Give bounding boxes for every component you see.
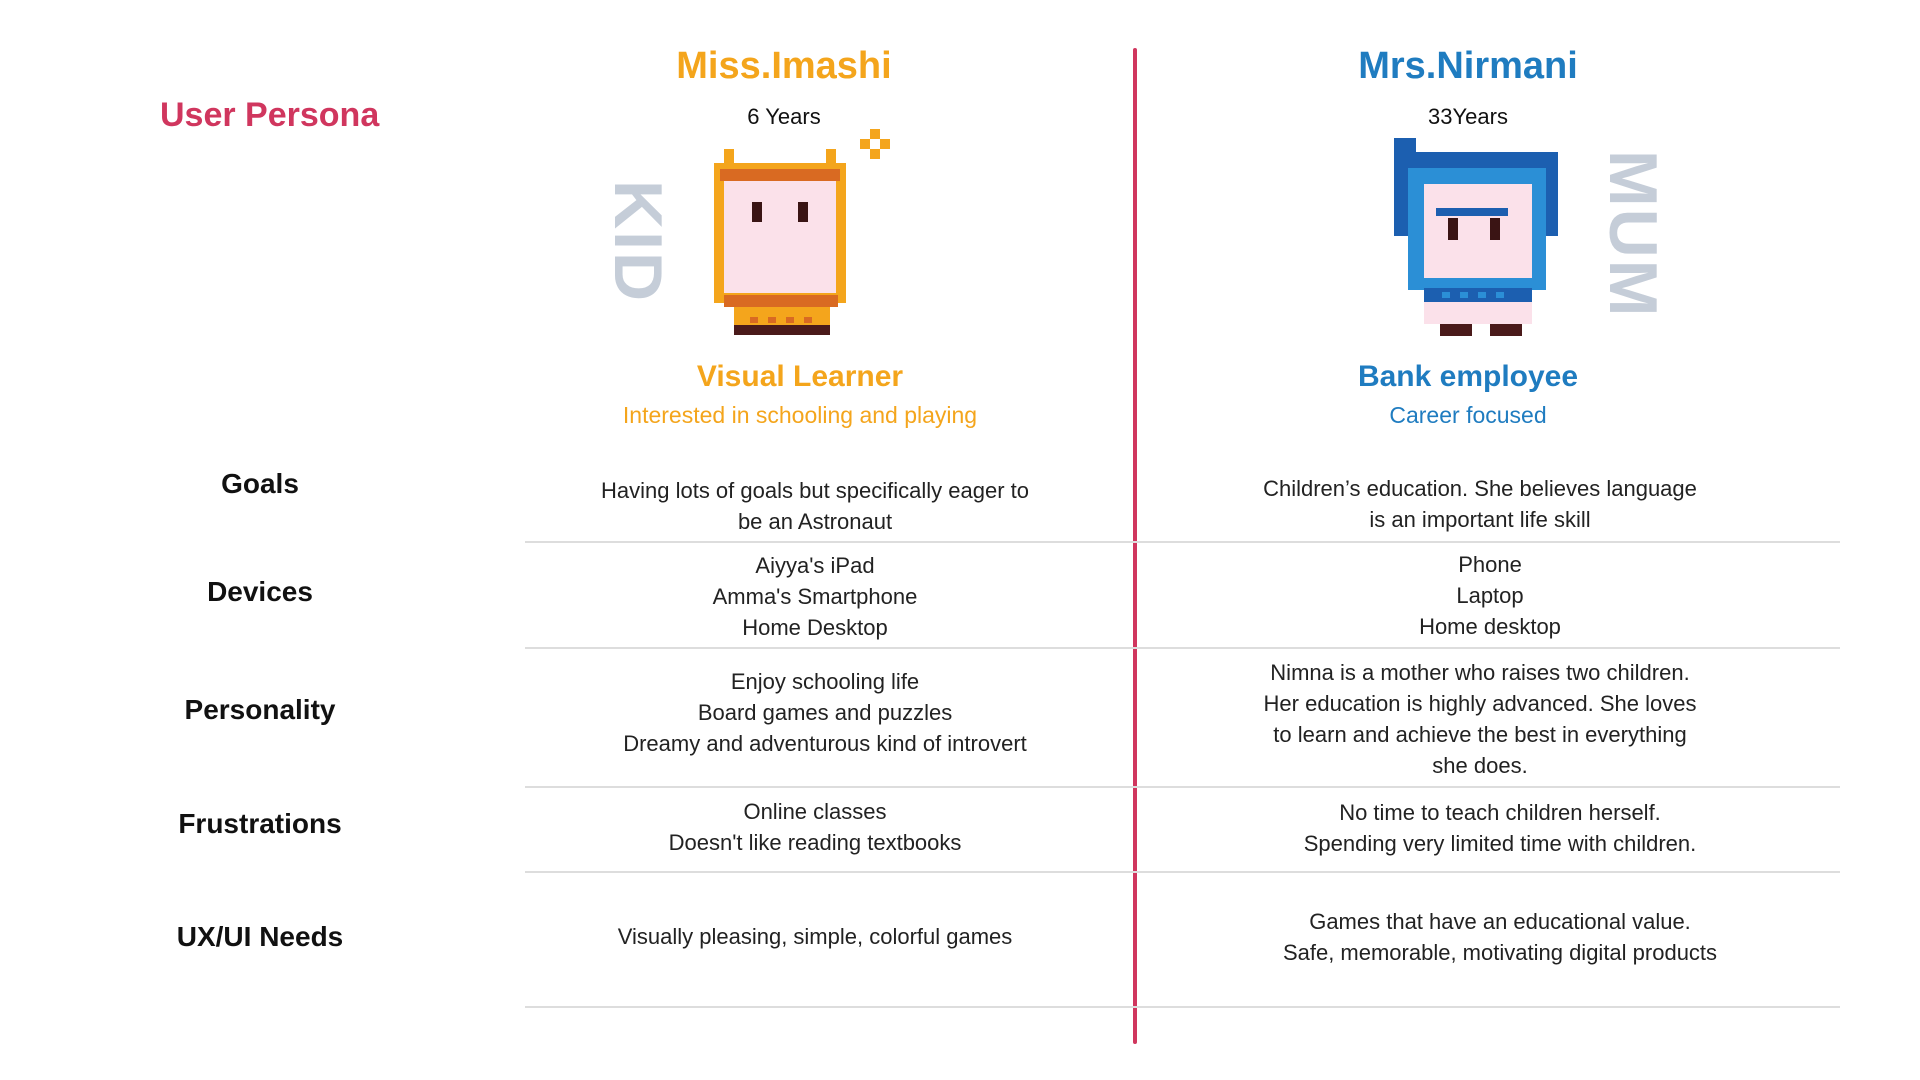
mum-persona-description: Career focused [1389, 402, 1547, 428]
page-title: User Persona [160, 96, 380, 134]
kid-persona-description: Interested in schooling and playing [622, 402, 978, 428]
row-label-goals: Goals [221, 468, 299, 499]
kid-side-label: KID [600, 180, 676, 304]
kid-persona-age: 6 Years [747, 104, 821, 129]
row-separator [525, 1006, 1840, 1008]
row-label-devices: Devices [207, 576, 313, 607]
kid-goals-cell: Having lots of goals but specifically ea… [600, 478, 1029, 534]
kid-persona-role: Visual Learner [696, 360, 904, 393]
mum-persona-age: 33Years [1428, 104, 1508, 129]
mum-frustrations-cell: No time to teach children herself.Spendi… [1303, 800, 1697, 856]
row-separator [525, 786, 1840, 788]
orange-pixel-robot-icon [714, 129, 890, 335]
row-label-personality: Personality [184, 694, 336, 725]
mum-ux-ui-needs-cell: Games that have an educational value.Saf… [1282, 909, 1718, 965]
kid-persona-name: Miss.Imashi [676, 45, 892, 87]
row-label-ux-ui-needs: UX/UI Needs [176, 921, 344, 952]
mum-persona-name: Mrs.Nirmani [1358, 45, 1578, 87]
kid-ux-ui-needs-cell: Visually pleasing, simple, colorful game… [617, 924, 1013, 949]
row-separator [525, 541, 1840, 543]
mum-side-label: MUM [1595, 150, 1671, 319]
mum-goals-cell: Children’s education. She believes langu… [1263, 476, 1697, 532]
row-separator [525, 871, 1840, 873]
row-separator [525, 647, 1840, 649]
row-label-frustrations: Frustrations [178, 808, 342, 839]
vertical-divider [1133, 48, 1137, 1044]
mum-persona-role: Bank employee [1357, 360, 1579, 393]
mum-personality-cell: Nimna is a mother who raises two childre… [1263, 660, 1697, 778]
blue-pixel-robot-icon [1394, 138, 1558, 336]
